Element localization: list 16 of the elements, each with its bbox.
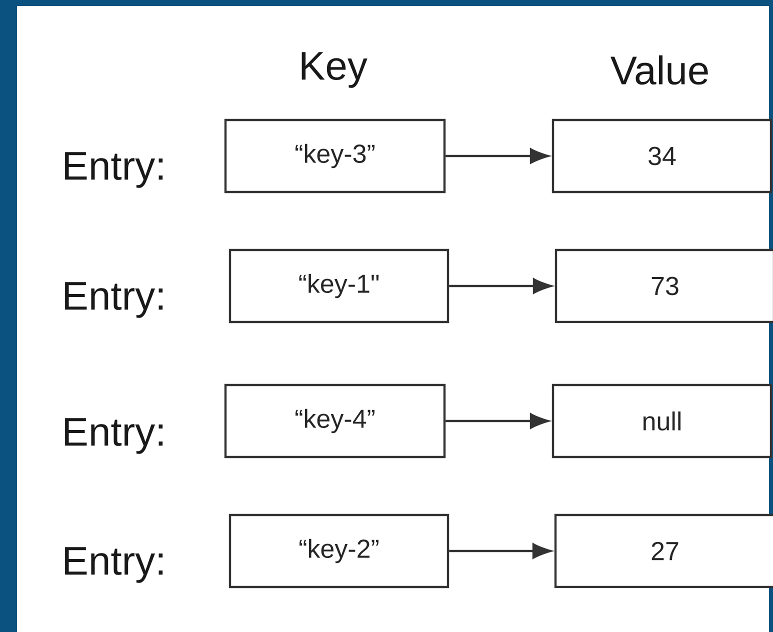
key-box: “key-2” (228, 514, 450, 588)
value-box: 73 (554, 248, 773, 324)
row-label: Entry: (65, 152, 163, 188)
arrow (446, 148, 549, 164)
row-label: Entry: (65, 282, 163, 318)
key-box: “key-1" (228, 248, 450, 324)
arrow (449, 278, 552, 294)
row-label: Entry: (65, 547, 163, 583)
key-box: “key-4” (224, 384, 446, 458)
key-box: “key-3” (224, 118, 446, 194)
arrow (449, 543, 552, 559)
row-label: Entry: (65, 418, 163, 454)
arrow (446, 413, 549, 429)
value-box: null (552, 384, 772, 458)
value-box: 34 (552, 118, 772, 194)
value-box: 27 (554, 514, 773, 588)
